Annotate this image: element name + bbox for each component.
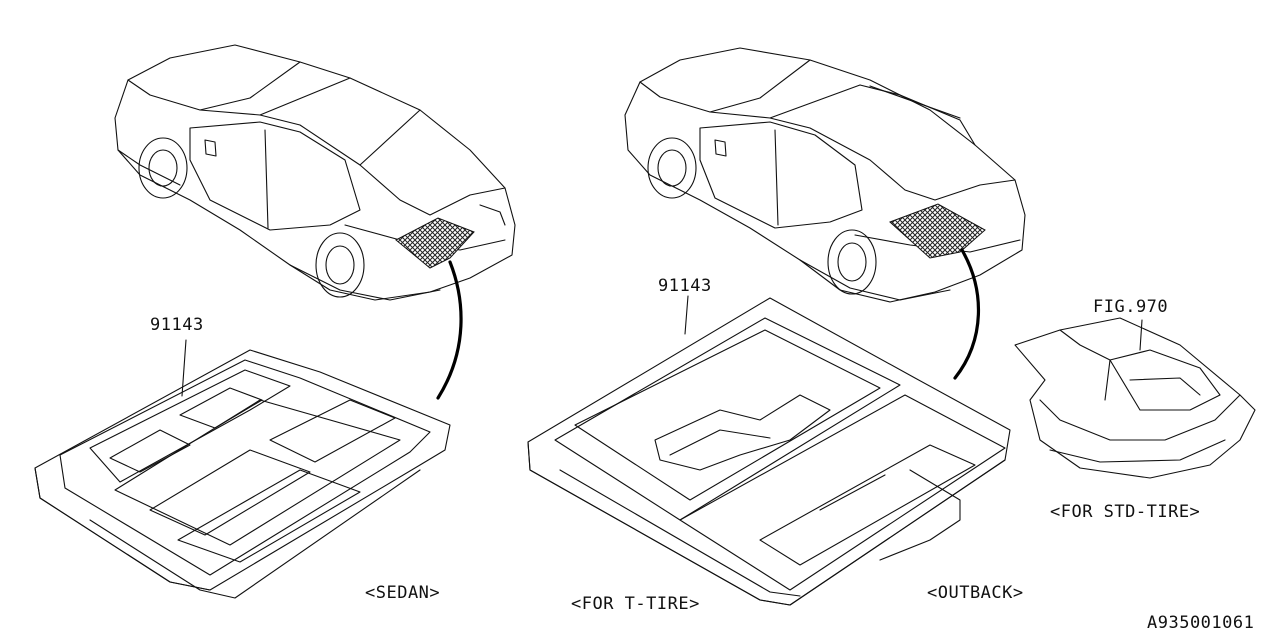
std-tire-label: <FOR STD-TIRE> [1050, 502, 1201, 522]
outback-car-illustration [624, 47, 1026, 303]
outback-label: <OUTBACK> [927, 583, 1024, 603]
std-tire-tray [1014, 317, 1256, 479]
sedan-pointer-line [436, 260, 463, 400]
outback-t-tire-tray [527, 295, 1011, 606]
part-number-center: 91143 [658, 276, 712, 296]
sedan-label: <SEDAN> [365, 583, 441, 603]
outback-pointer-line [953, 248, 981, 380]
t-tire-label: <FOR T-TIRE> [571, 594, 700, 614]
sedan-trunk-tray [34, 339, 451, 599]
figure-reference: FIG.970 [1093, 297, 1169, 317]
diagram-id: A935001061 [1147, 613, 1255, 633]
part-number-left: 91143 [150, 315, 204, 335]
sedan-car-illustration [114, 44, 516, 301]
